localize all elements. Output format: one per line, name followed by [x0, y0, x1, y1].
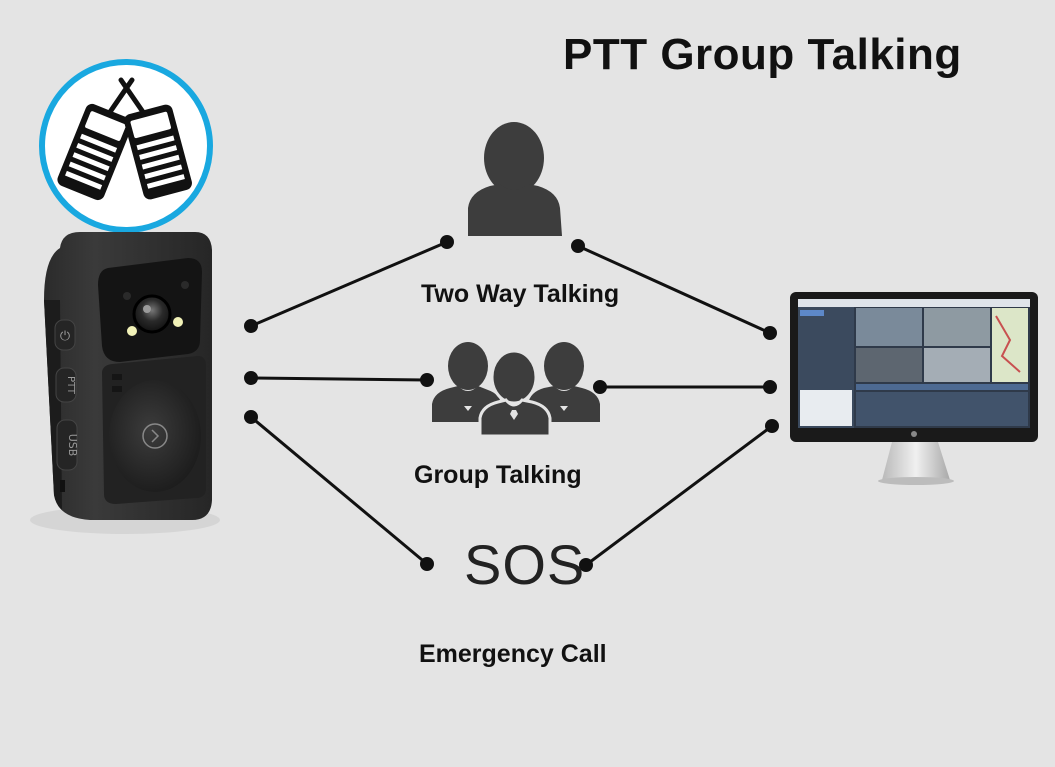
line-device-to-group [250, 376, 428, 382]
video-feed [924, 308, 990, 346]
walkie-talkie-icon [39, 59, 213, 233]
dot [244, 371, 258, 385]
dot [244, 410, 258, 424]
dot [571, 239, 585, 253]
dot [593, 380, 607, 394]
emergency-call-label: Emergency Call [419, 640, 607, 668]
dot [244, 319, 258, 333]
connection-dots [244, 235, 779, 572]
line-sos-to-monitor [585, 424, 773, 567]
dot [763, 380, 777, 394]
line-person-to-monitor [577, 244, 771, 335]
line-device-to-sos [250, 415, 428, 566]
body-camera: ⏻ PTT USB [30, 232, 220, 534]
ir-led [127, 326, 137, 336]
video-feed [856, 308, 922, 346]
sos-label: SOS [464, 533, 586, 596]
ptt-button [55, 367, 77, 403]
two-way-talking-label: Two Way Talking [421, 280, 620, 308]
ptt-button-label: PTT [65, 376, 76, 395]
dot [420, 557, 434, 571]
connection-lines [250, 240, 773, 567]
group-icon [432, 342, 600, 438]
page-title: PTT Group Talking [563, 30, 962, 79]
video-feed [856, 348, 922, 382]
person-icon [468, 122, 562, 236]
usb-port-label: USB [66, 434, 79, 457]
usb-port [56, 419, 78, 471]
power-button-label: ⏻ [60, 329, 70, 344]
dot [440, 235, 454, 249]
group-talking-label: Group Talking [414, 461, 582, 489]
dot [765, 419, 779, 433]
dot [579, 558, 593, 572]
camera-lens [132, 294, 172, 334]
dot [763, 326, 777, 340]
power-button [54, 319, 76, 351]
line-device-to-person [250, 240, 448, 328]
dot [420, 373, 434, 387]
video-feed [924, 348, 990, 382]
ir-led [173, 317, 183, 327]
monitor [790, 292, 1038, 485]
speaker-grill [109, 380, 201, 492]
